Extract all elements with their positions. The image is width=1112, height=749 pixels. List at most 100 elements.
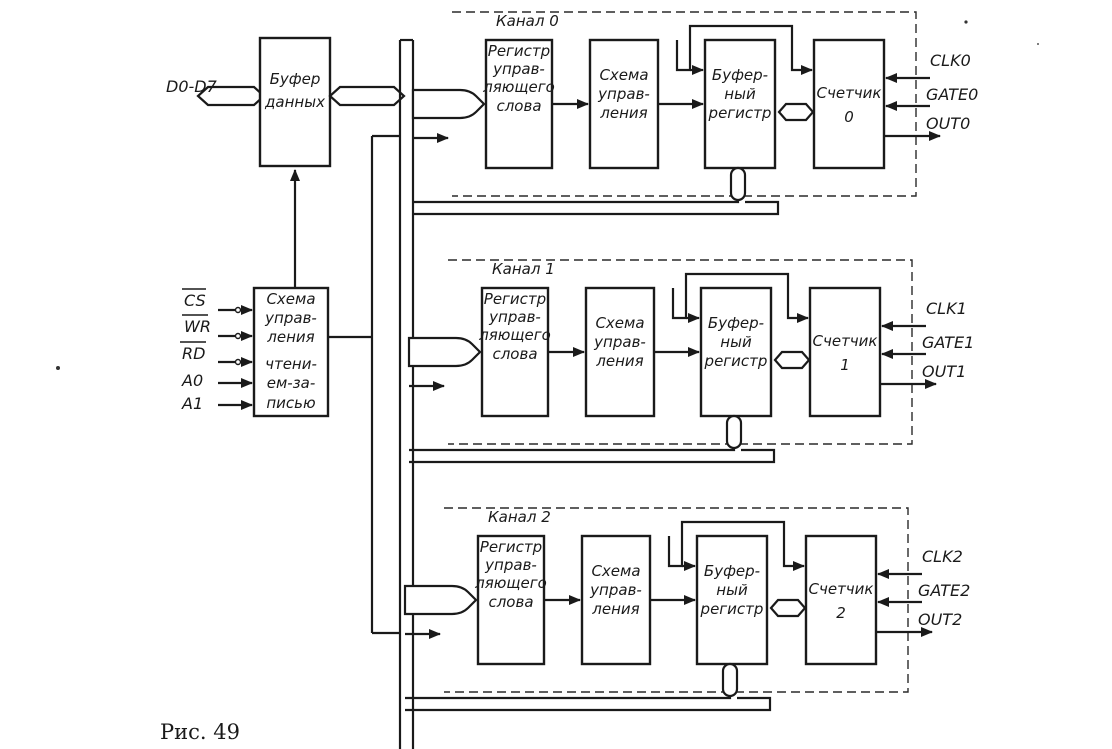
buffer-register-label-2: ный xyxy=(724,85,756,103)
channel-title: Канал 0 xyxy=(496,12,559,30)
buffer-register xyxy=(695,534,769,666)
control-circuit-label-1: Схема xyxy=(591,562,640,580)
control-logic-label-6: писью xyxy=(266,394,315,412)
register-data-bus-entry xyxy=(411,88,486,120)
buffer-readback-bus xyxy=(721,662,739,698)
counter-label-1: Счетчик xyxy=(813,332,878,350)
control-signal-inputs: CS WR RD A0 A1 xyxy=(180,288,253,413)
data-bus-section: D0-D7 Буфер данных xyxy=(166,36,406,168)
control-word-register-label-3: ляющего xyxy=(474,574,547,592)
signal-gate-label: GATE1 xyxy=(922,333,974,352)
control-word-register-label-4: слова xyxy=(492,345,537,363)
control-logic-label-2: управ- xyxy=(264,309,317,327)
control-word-register-label-2: управ- xyxy=(488,308,541,326)
signal-clk-label: CLK0 xyxy=(930,51,971,70)
channel-1: Канал 1Региструправ-ляющегословаСхемаупр… xyxy=(407,259,974,464)
signal-out-label: OUT0 xyxy=(926,114,970,133)
counter xyxy=(812,38,886,170)
readback-line-top xyxy=(405,696,732,700)
buffer-register xyxy=(699,286,773,418)
control-logic-label-1: Схема xyxy=(266,290,315,308)
counter-label-1: Счетчик xyxy=(809,580,874,598)
control-circuit-label-2: управ- xyxy=(589,581,642,599)
control-logic-section: Схема управ- ления чтени- ем-за- писью C… xyxy=(180,169,372,418)
signal-rd-label: RD xyxy=(182,344,205,363)
channel-2: Канал 2Региструправ-ляющегословаСхемаупр… xyxy=(403,507,970,712)
signal-out-label: OUT1 xyxy=(922,362,966,381)
control-logic-label-4: чтени- xyxy=(265,355,317,373)
register-data-bus-entry xyxy=(403,584,478,616)
buffer-register-label-2: ный xyxy=(720,333,752,351)
buffer-register xyxy=(703,38,777,170)
buffer-counter-bus xyxy=(777,102,815,122)
figure-caption: Рис. 49 xyxy=(160,720,240,744)
signal-cs-label: CS xyxy=(184,291,206,310)
signal-a1-label: A1 xyxy=(181,394,203,413)
channel-frame xyxy=(452,11,917,197)
counter-label-2: 2 xyxy=(836,604,846,622)
readback-line-top xyxy=(413,200,740,204)
counter-label-1: Счетчик xyxy=(817,84,882,102)
internal-buses xyxy=(370,38,415,749)
control-circuit-label-1: Схема xyxy=(599,66,648,84)
control-logic-block xyxy=(252,286,330,418)
signal-gate-label: GATE2 xyxy=(918,581,970,600)
channel-frame xyxy=(448,259,913,445)
data-buffer-block xyxy=(258,36,332,168)
control-circuit-label-1: Схема xyxy=(595,314,644,332)
control-circuit-label-3: ления xyxy=(599,104,647,122)
readback-line-bottom xyxy=(413,200,780,216)
control-to-counter-path xyxy=(671,272,809,323)
buffer-register-label-1: Буфер- xyxy=(704,562,760,580)
channel-title: Канал 2 xyxy=(488,508,551,526)
buffer-register-label-1: Буфер- xyxy=(708,314,764,332)
control-circuit-label-3: ления xyxy=(591,600,639,618)
signal-clk-label: CLK1 xyxy=(926,299,967,318)
signal-wr-label: WR xyxy=(184,317,211,336)
counter xyxy=(808,286,882,418)
readback-line-top xyxy=(409,448,736,452)
control-to-counter-path xyxy=(675,24,813,75)
control-circuit xyxy=(588,38,660,170)
channel-title: Канал 1 xyxy=(492,260,555,278)
control-word-register-label-4: слова xyxy=(488,593,533,611)
readback-line-bottom xyxy=(409,448,776,464)
buffer-counter-bus xyxy=(773,350,811,370)
control-logic-label-5: ем-за- xyxy=(267,374,316,392)
buffer-register-label-3: регистр xyxy=(708,104,772,122)
control-word-register-label-3: ляющего xyxy=(478,326,551,344)
control-circuit xyxy=(580,534,652,666)
control-word-register-label-2: управ- xyxy=(484,556,537,574)
signal-clk-label: CLK2 xyxy=(922,547,963,566)
buffer-register-label-1: Буфер- xyxy=(712,66,768,84)
data-bus-label: D0-D7 xyxy=(166,77,218,96)
data-buffer-label-2: данных xyxy=(264,93,325,111)
buffer-readback-bus xyxy=(729,166,747,202)
counter-label-2: 1 xyxy=(840,356,850,374)
buffer-counter-bus xyxy=(769,598,807,618)
control-word-register-label-4: слова xyxy=(496,97,541,115)
register-data-bus-entry xyxy=(407,336,482,368)
internal-data-bus-arrow xyxy=(328,85,406,107)
control-word-register-label-1: Регистр xyxy=(484,290,546,308)
control-word-register xyxy=(476,534,546,666)
signal-out-label: OUT2 xyxy=(918,610,962,629)
signal-a0-label: A0 xyxy=(181,371,203,390)
control-word-register-label-3: ляющего xyxy=(482,78,555,96)
counter xyxy=(804,534,878,666)
buffer-register-label-2: ный xyxy=(716,581,748,599)
control-word-register-label-1: Регистр xyxy=(480,538,542,556)
buffer-register-label-3: регистр xyxy=(704,352,768,370)
control-circuit-label-2: управ- xyxy=(597,85,650,103)
control-word-register xyxy=(484,38,554,170)
signal-gate-label: GATE0 xyxy=(926,85,978,104)
readback-line-bottom xyxy=(405,696,772,712)
channel-frame xyxy=(444,507,909,693)
channels: Канал 0Региструправ-ляющегословаСхемаупр… xyxy=(403,11,978,712)
control-circuit-label-3: ления xyxy=(595,352,643,370)
data-buffer-label-1: Буфер xyxy=(270,70,321,88)
control-word-register-label-2: управ- xyxy=(492,60,545,78)
control-to-counter-path xyxy=(667,520,805,571)
control-circuit-label-2: управ- xyxy=(593,333,646,351)
